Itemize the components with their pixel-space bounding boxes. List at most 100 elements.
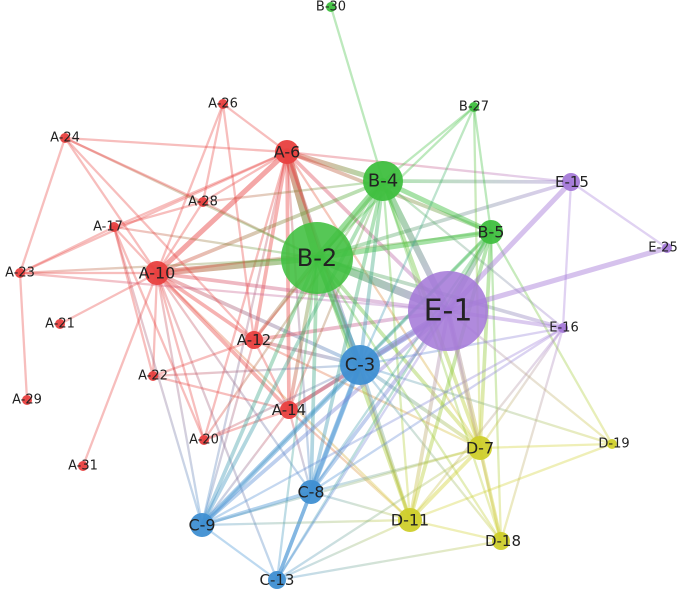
- edge-B-2-E-15: [315, 180, 573, 260]
- edge-C-8-D-11: [309, 490, 412, 522]
- edge-E-15-E-16: [561, 180, 573, 330]
- edge-A-6-E-15: [285, 150, 573, 184]
- node-A-20[interactable]: [199, 435, 209, 445]
- node-A-6[interactable]: [275, 140, 299, 164]
- node-label-C-9: C-9: [188, 516, 215, 535]
- node-label-E-16: E-16: [549, 321, 578, 336]
- node-A-29[interactable]: [22, 395, 32, 405]
- node-E-15[interactable]: [562, 173, 580, 191]
- node-label-E-15: E-15: [555, 173, 589, 191]
- edge-B-2-C-8: [309, 256, 319, 494]
- node-C-13[interactable]: [268, 571, 286, 589]
- edge-A-24-A-12: [63, 136, 256, 342]
- edge-A-12-A-22: [151, 338, 256, 378]
- edge-B-27-D-7: [472, 105, 482, 450]
- edge-A-26-A-28: [201, 102, 225, 204]
- node-label-E-25: E-25: [648, 241, 677, 256]
- node-A-31[interactable]: [78, 461, 88, 471]
- edge-A-14-C-8: [287, 408, 313, 494]
- edge-A-12-A-14: [252, 338, 291, 412]
- node-label-A-21: A-21: [45, 317, 75, 332]
- node-D-7[interactable]: [468, 436, 492, 460]
- node-C-8[interactable]: [299, 480, 323, 504]
- edge-C-3-D-19: [358, 363, 614, 446]
- edge-A-24-A-28: [63, 136, 205, 204]
- edge-A-6-A-28: [201, 150, 289, 204]
- node-label-D-11: D-11: [391, 511, 429, 530]
- edge-A-17-A-23: [18, 225, 116, 275]
- edge-A-6-C-9: [200, 150, 289, 527]
- node-label-C-3: C-3: [345, 355, 376, 376]
- edge-B-5-D-18: [489, 230, 503, 543]
- edge-C-9-E-16: [200, 326, 565, 527]
- edge-A-17-A-28: [112, 200, 205, 229]
- node-B-4[interactable]: [363, 161, 403, 201]
- edge-D-7-D-11: [408, 446, 482, 522]
- node-A-26[interactable]: [218, 99, 228, 109]
- node-E-1[interactable]: [408, 271, 488, 351]
- node-label-A-17: A-17: [93, 220, 123, 235]
- node-label-A-22: A-22: [138, 369, 168, 384]
- edge-A-10-B-4: [155, 179, 385, 275]
- edge-C-8-C-13: [275, 490, 313, 582]
- node-A-21[interactable]: [55, 319, 65, 329]
- node-label-D-19: D-19: [598, 437, 629, 452]
- node-B-27[interactable]: [469, 102, 479, 112]
- edge-B-4-C-3: [358, 179, 385, 367]
- node-label-A-26: A-26: [208, 97, 238, 112]
- node-label-A-31: A-31: [68, 459, 98, 474]
- node-E-25[interactable]: [662, 243, 672, 253]
- node-E-16[interactable]: [558, 323, 568, 333]
- edge-A-6-D-7: [285, 150, 482, 450]
- edge-A-6-A-24: [63, 136, 289, 154]
- edge-C-9-C-13: [200, 523, 279, 582]
- node-label-B-4: B-4: [368, 171, 398, 192]
- node-D-19[interactable]: [607, 439, 617, 449]
- node-label-A-24: A-24: [50, 131, 80, 146]
- node-C-3[interactable]: [340, 345, 380, 385]
- node-label-B-30: B-30: [316, 0, 346, 15]
- node-B-30[interactable]: [326, 2, 336, 12]
- edge-C-13-D-7: [275, 446, 482, 582]
- node-A-28[interactable]: [198, 197, 208, 207]
- edge-D-11-D-19: [408, 442, 614, 522]
- edges-layer: [18, 5, 670, 582]
- edge-B-4-D-11: [381, 179, 412, 522]
- node-label-C-13: C-13: [260, 571, 295, 589]
- edge-A-10-A-24: [63, 136, 159, 275]
- node-A-24[interactable]: [60, 133, 70, 143]
- node-D-11[interactable]: [398, 508, 422, 532]
- node-A-10[interactable]: [145, 261, 169, 285]
- labels-layer: A-6A-10A-12A-14A-17A-20A-21A-22A-23A-24A…: [5, 0, 678, 589]
- edge-A-6-A-26: [221, 102, 289, 154]
- edge-D-7-D-19: [478, 442, 614, 450]
- edge-A-10-A-12: [155, 271, 256, 342]
- edge-A-14-B-4: [287, 179, 385, 412]
- edge-C-3-C-8: [308, 362, 363, 495]
- edge-A-6-A-17: [112, 150, 289, 229]
- node-D-18[interactable]: [492, 532, 510, 550]
- edge-B-2-C-13: [275, 256, 319, 582]
- node-B-5[interactable]: [479, 220, 503, 244]
- edge-A-6-A-12: [252, 150, 289, 342]
- edge-A-6-A-20: [202, 150, 289, 442]
- node-A-17[interactable]: [109, 222, 119, 232]
- edge-A-23-E-1: [18, 271, 450, 313]
- node-B-2[interactable]: [281, 222, 353, 294]
- node-A-12[interactable]: [245, 331, 263, 349]
- node-C-9[interactable]: [190, 513, 214, 537]
- edge-D-18-E-16: [499, 326, 565, 543]
- node-A-14[interactable]: [280, 401, 298, 419]
- edge-B-27-C-3: [358, 105, 476, 367]
- edge-B-5-D-19: [489, 230, 614, 446]
- edge-A-10-A-31: [81, 271, 159, 468]
- edge-A-6-A-14: [285, 150, 291, 412]
- edge-C-3-C-9: [199, 362, 363, 528]
- node-A-23[interactable]: [15, 268, 25, 278]
- edge-B-4-B-30: [329, 5, 385, 183]
- node-A-22[interactable]: [148, 371, 158, 381]
- edge-D-11-D-18: [408, 518, 503, 543]
- edge-B-2-C-9: [200, 256, 319, 527]
- edge-D-7-E-16: [478, 326, 565, 450]
- node-label-B-27: B-27: [459, 100, 489, 115]
